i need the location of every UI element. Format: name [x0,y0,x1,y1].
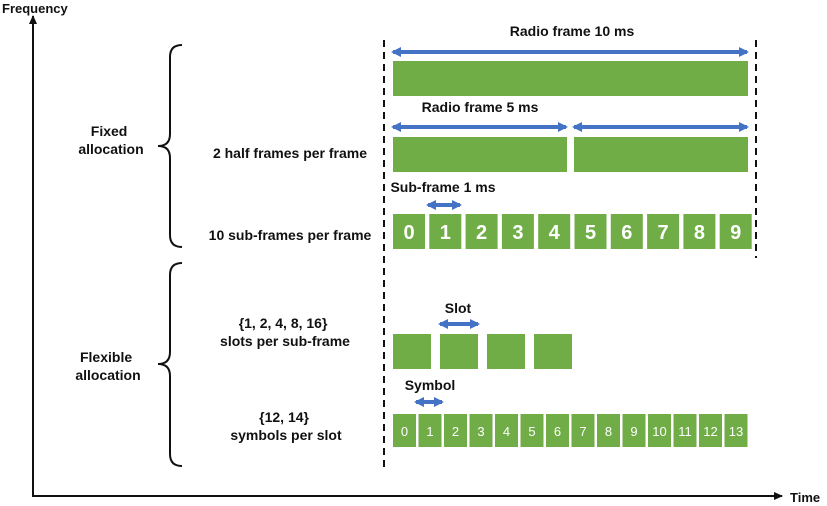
sub-frame-number-2: 2 [476,222,487,244]
symbol-1 [418,414,442,447]
symbol-number-5: 5 [528,424,535,439]
frequency-axis-label: Frequency [2,1,69,16]
symbol-number-3: 3 [477,424,484,439]
sub-frame-number-6: 6 [621,222,632,244]
sub-frame-number-3: 3 [512,222,523,244]
radio-frame-5ms-label: Radio frame 5 ms [422,99,539,115]
brace-flexible [157,262,183,467]
radio-frame-block [393,61,748,96]
sub-frame-4 [538,214,571,249]
sub-frame-9 [719,214,752,249]
symbol-6 [546,414,569,447]
symbol-number-1: 1 [426,424,433,439]
radio-frame-10ms-label: Radio frame 10 ms [510,23,635,39]
symbol-number-11: 11 [678,424,692,439]
symbol-number-0: 0 [401,424,408,439]
symbol-10 [648,414,671,447]
symbol-number-12: 12 [703,424,717,439]
flexible-allocation-label: Flexible allocation [75,349,140,383]
symbol-number-2: 2 [452,424,459,439]
slot-1 [393,334,431,369]
half-frame-block-2 [574,137,748,172]
symbol-label: Symbol [405,377,456,393]
sub-frames-row-label: 10 sub-frames per frame [209,227,372,243]
symbol-3 [469,414,493,447]
symbol-number-4: 4 [503,424,510,439]
symbol-7 [571,414,595,447]
slot-3 [487,334,525,369]
sub-frame-7 [647,214,680,249]
slot-2 [440,334,478,369]
sub-frame-number-7: 7 [658,222,669,244]
symbol-number-10: 10 [652,424,666,439]
sub-frame-number-9: 9 [730,222,741,244]
slots-row-label: {1, 2, 4, 8, 16} slots per sub-frame [220,315,350,349]
half-frames-row-label: 2 half frames per frame [213,145,367,161]
brace-fixed [157,44,183,248]
sub-frame-0 [393,214,425,249]
symbol-number-9: 9 [630,424,637,439]
slot-4 [534,334,572,369]
symbol-2 [444,414,467,447]
symbol-12 [699,414,722,447]
sub-frame-2 [465,214,498,249]
symbol-number-7: 7 [579,424,586,439]
symbol-8 [597,414,620,447]
symbol-9 [622,414,646,447]
sub-frame-3 [501,214,534,249]
sub-frame-number-4: 4 [549,222,561,244]
sub-frame-number-1: 1 [440,222,451,244]
sub-frame-1 [429,214,462,249]
sub-frame-number-0: 0 [403,222,414,244]
symbol-number-8: 8 [605,424,612,439]
sub-frame-5 [574,214,607,249]
symbol-5 [520,414,544,447]
sub-frame-8 [683,214,716,249]
sub-frame-number-5: 5 [585,222,596,244]
symbol-0 [393,414,416,447]
symbol-number-6: 6 [554,424,561,439]
sub-frame-number-8: 8 [694,222,705,244]
slot-label: Slot [445,300,472,316]
sub-frames-row: 0 1 2 3 4 5 6 7 8 9 [393,214,752,249]
symbols-row-label: {12, 14} symbols per slot [230,409,342,443]
symbol-11 [673,414,697,447]
symbol-13 [724,414,748,447]
sub-frame-label: Sub-frame 1 ms [390,179,495,195]
fixed-allocation-label: Fixed allocation [78,123,143,157]
sub-frame-6 [610,214,643,249]
slots-row [393,334,572,369]
symbol-4 [495,414,518,447]
symbol-number-13: 13 [729,424,743,439]
half-frame-block-1 [393,137,567,172]
time-axis-label: Time [790,490,820,505]
